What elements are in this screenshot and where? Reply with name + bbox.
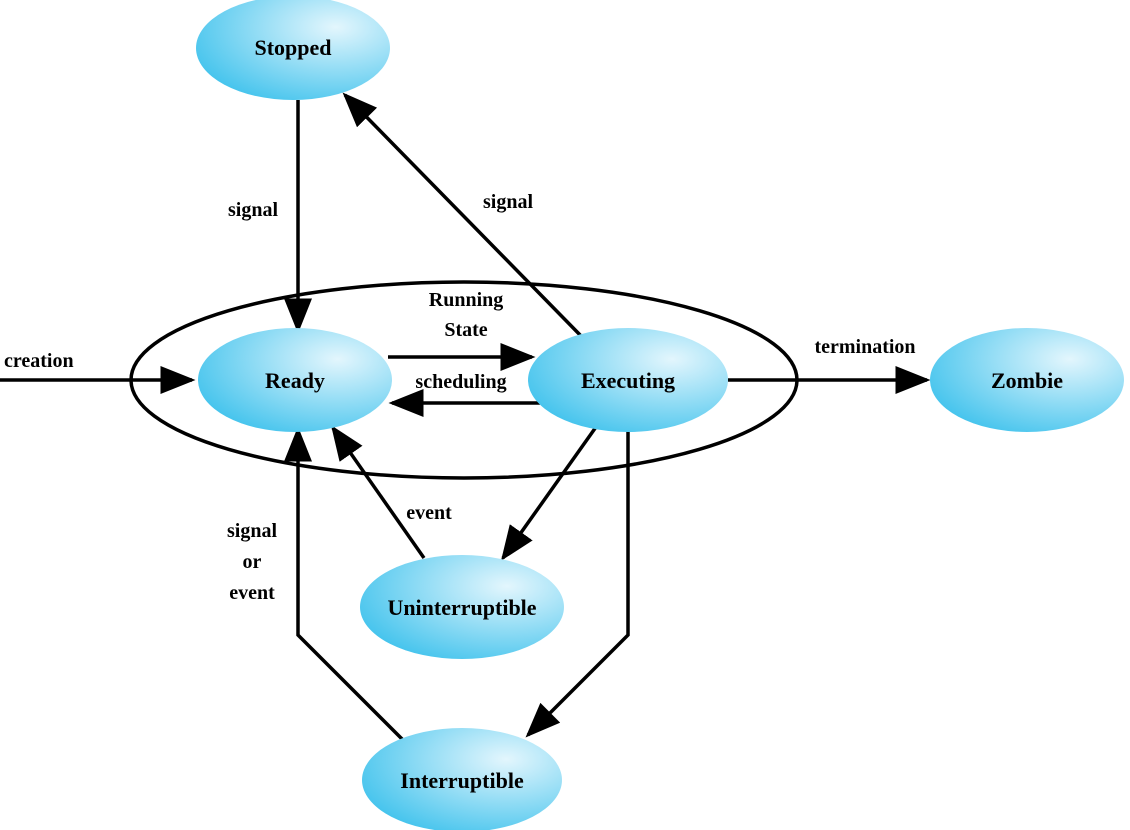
node-interruptible-label: Interruptible <box>400 768 524 793</box>
edge-label-scheduling: scheduling <box>415 371 506 393</box>
arrow-uninterruptible-to-ready <box>330 425 426 560</box>
node-zombie: Zombie <box>930 328 1124 432</box>
node-zombie-label: Zombie <box>991 368 1063 393</box>
node-ready-label: Ready <box>265 368 325 393</box>
edge-label-signal-or-event-line3: event <box>229 582 275 604</box>
arrow-executing-to-interruptible <box>525 430 630 738</box>
edge-label-signal-or-event-line1: signal <box>227 520 277 542</box>
edge-label-signal-stopped-ready: signal <box>228 199 278 221</box>
node-executing: Executing <box>528 328 728 432</box>
node-stopped: Stopped <box>196 0 390 100</box>
edge-label-termination: termination <box>814 336 915 358</box>
edge-label-signal-executing-stopped: signal <box>483 191 533 213</box>
arrow-executing-to-uninterruptible <box>500 425 598 561</box>
edge-label-event: event <box>406 502 452 524</box>
edge-label-signal-or-event-line2: or <box>243 551 262 573</box>
edge-label-creation: creation <box>4 350 74 372</box>
node-uninterruptible: Uninterruptible <box>360 555 564 659</box>
arrow-executing-to-stopped <box>342 92 587 342</box>
arrow-interruptible-to-ready <box>284 426 405 742</box>
running-state-label-line2: State <box>444 319 487 341</box>
node-executing-label: Executing <box>581 368 675 393</box>
node-interruptible: Interruptible <box>362 728 562 830</box>
node-ready: Ready <box>198 328 392 432</box>
node-stopped-label: Stopped <box>254 35 331 60</box>
node-uninterruptible-label: Uninterruptible <box>387 595 536 620</box>
running-state-label-line1: Running <box>429 289 504 311</box>
